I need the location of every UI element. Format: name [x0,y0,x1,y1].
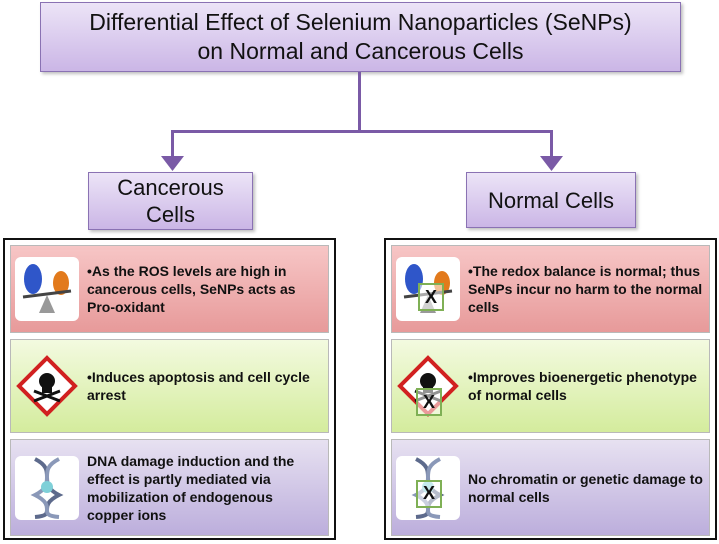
cancer-row-1-text: •As the ROS levels are high in cancerous… [87,263,296,315]
arrowhead-right [540,156,563,171]
redox-balance-icon: X [396,257,460,321]
dna-damage-icon: X [396,455,460,520]
connector-vertical-main [358,72,361,132]
arrowhead-left [161,156,184,171]
normal-row-redox: X •The redox balance is normal; thus SeN… [391,245,710,333]
normal-row-no-damage: X No chromatin or genetic damage to norm… [391,439,710,536]
no-effect-x-mark: X [418,283,444,311]
cancerous-heading-line-1: Cancerous [117,175,224,200]
cancer-row-2-text: •Induces apoptosis and cell cycle arrest [87,369,310,403]
cancer-row-apoptosis: •Induces apoptosis and cell cycle arrest [10,339,329,433]
cancerous-effects-panel: •As the ROS levels are high in cancerous… [3,238,336,540]
connector-horizontal [171,130,553,133]
toxic-hazard-icon [15,354,79,418]
redox-balance-icon [15,257,79,321]
no-effect-x-mark: X [416,388,442,416]
cancer-row-dna-damage: DNA damage induction and the effect is p… [10,439,329,536]
dna-damage-icon [15,455,79,520]
cancerous-heading-line-2: Cells [146,202,195,227]
connector-left-drop [171,130,174,160]
normal-row-1-text: •The redox balance is normal; thus SeNPs… [468,263,703,315]
normal-effects-panel: X •The redox balance is normal; thus SeN… [384,238,717,540]
normal-cells-heading: Normal Cells [466,172,636,228]
title-line-2: on Normal and Cancerous Cells [197,38,524,64]
normal-row-3-text: No chromatin or genetic damage to normal… [468,470,703,505]
diagram-title: Differential Effect of Selenium Nanopart… [40,2,681,72]
toxic-hazard-icon: X [396,354,460,418]
normal-row-2-text: •Improves bioenergetic phenotype of norm… [468,369,697,403]
no-effect-x-mark: X [416,479,442,508]
cancerous-cells-heading: Cancerous Cells [88,172,253,230]
connector-right-drop [550,130,553,160]
normal-heading-label: Normal Cells [488,187,614,213]
cancer-row-3-text: DNA damage induction and the effect is p… [87,452,295,523]
cancer-row-pro-oxidant: •As the ROS levels are high in cancerous… [10,245,329,333]
title-line-1: Differential Effect of Selenium Nanopart… [89,9,632,35]
normal-row-bioenergetic: X •Improves bioenergetic phenotype of no… [391,339,710,433]
